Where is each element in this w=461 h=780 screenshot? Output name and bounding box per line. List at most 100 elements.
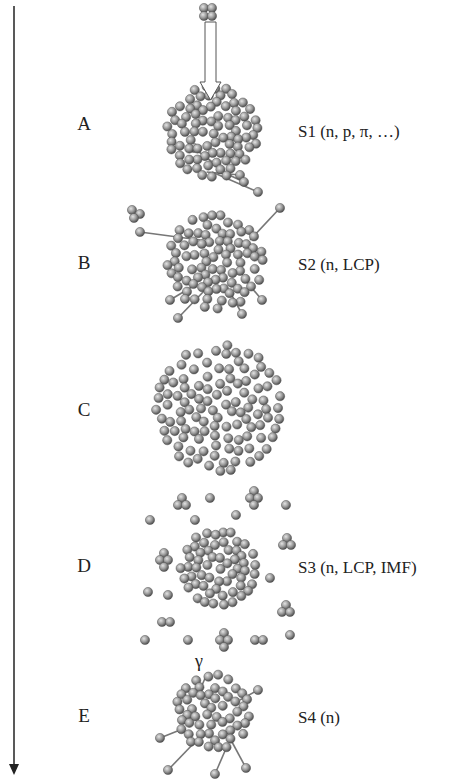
fragment-nucleon [165,617,174,626]
nucleon [228,268,237,277]
nucleon [208,211,217,220]
emitted-particle [165,295,174,304]
nucleon [222,743,231,752]
nucleon [254,353,263,362]
nucleon [175,452,184,461]
nucleon [225,289,234,298]
nucleon [242,376,251,385]
nucleon [179,433,188,442]
emitted-particle [210,769,219,778]
nucleon [181,424,190,433]
nucleon [163,390,172,399]
nucleon [223,341,232,350]
nucleon [163,261,172,270]
nucleon [183,165,192,174]
emitted-particle [253,685,262,694]
nucleon [240,112,249,121]
nucleon [205,589,214,598]
nucleon [195,394,204,403]
nucleon [194,737,203,746]
nucleon [263,413,272,422]
nucleon [200,249,209,258]
free-nucleon [285,630,294,639]
nucleon [195,720,204,729]
nucleon [275,392,284,401]
free-nucleon [183,635,192,644]
nucleon [225,365,234,374]
nucleon [255,451,264,460]
nucleon [211,138,220,147]
free-nucleon [143,587,152,596]
nucleon [165,366,174,375]
nucleon [258,255,267,264]
nucleon [210,421,219,430]
fragment-nucleon [286,540,295,549]
nucleon [182,252,191,261]
stage-label: S1 (n, p, π, …) [298,123,400,142]
nucleon [194,381,203,390]
nucleon [185,718,194,727]
nucleon [167,107,176,116]
nucleon [207,172,216,181]
projectile-arrow [200,22,221,100]
fragment-nucleon [285,607,294,616]
nucleon [198,170,207,179]
stage-letter: B [78,253,91,274]
nucleon [234,446,243,455]
nucleon [216,211,225,220]
nucleon [216,466,225,475]
emitted-particle [241,763,250,772]
nucleon [246,104,255,113]
stage-letter: C [78,400,91,421]
nucleon [240,540,249,549]
nucleon [212,390,221,399]
free-nucleon [281,500,290,509]
stage-label: S2 (n, LCP) [298,256,380,275]
nucleon [174,442,183,451]
nucleon [169,378,178,387]
fragment-nucleon [219,642,228,651]
nucleon [256,421,265,430]
nucleon [223,386,232,395]
nucleon [179,374,188,383]
nucleon [226,734,235,743]
nucleon [211,530,220,539]
nucleon [188,215,197,224]
nucleon [190,127,199,136]
free-nucleon [265,573,274,582]
nucleon [225,139,234,148]
stage-label: S3 (n, LCP, IMF) [298,559,417,578]
nucleon [222,422,231,431]
nucleon [198,127,207,136]
nucleon [191,110,200,119]
nucleon [203,529,212,538]
nucleon [176,159,185,168]
nucleon [222,349,231,358]
nucleon [265,368,274,377]
nucleon [176,408,185,417]
nucleon [219,538,228,547]
nucleon [193,155,202,164]
nucleon [221,250,230,259]
free-nucleon [163,590,172,599]
nucleon [200,302,209,311]
nucleon [228,588,237,597]
nucleon [240,288,249,297]
emitted-particle [173,313,182,322]
nucleon [246,457,255,466]
nucleon [212,284,221,293]
nucleon [177,119,186,128]
stage-label: S4 (n) [298,709,340,728]
nucleon [194,349,203,358]
nucleon [203,358,212,367]
nucleon [184,583,193,592]
free-nucleon [140,635,149,644]
nucleon [211,441,220,450]
nucleon [233,420,242,429]
time-arrow-head [9,764,19,775]
nucleon [171,248,180,257]
nucleon [189,237,198,246]
nucleon [227,407,236,416]
nucleon [184,229,193,238]
nucleon [197,239,206,248]
